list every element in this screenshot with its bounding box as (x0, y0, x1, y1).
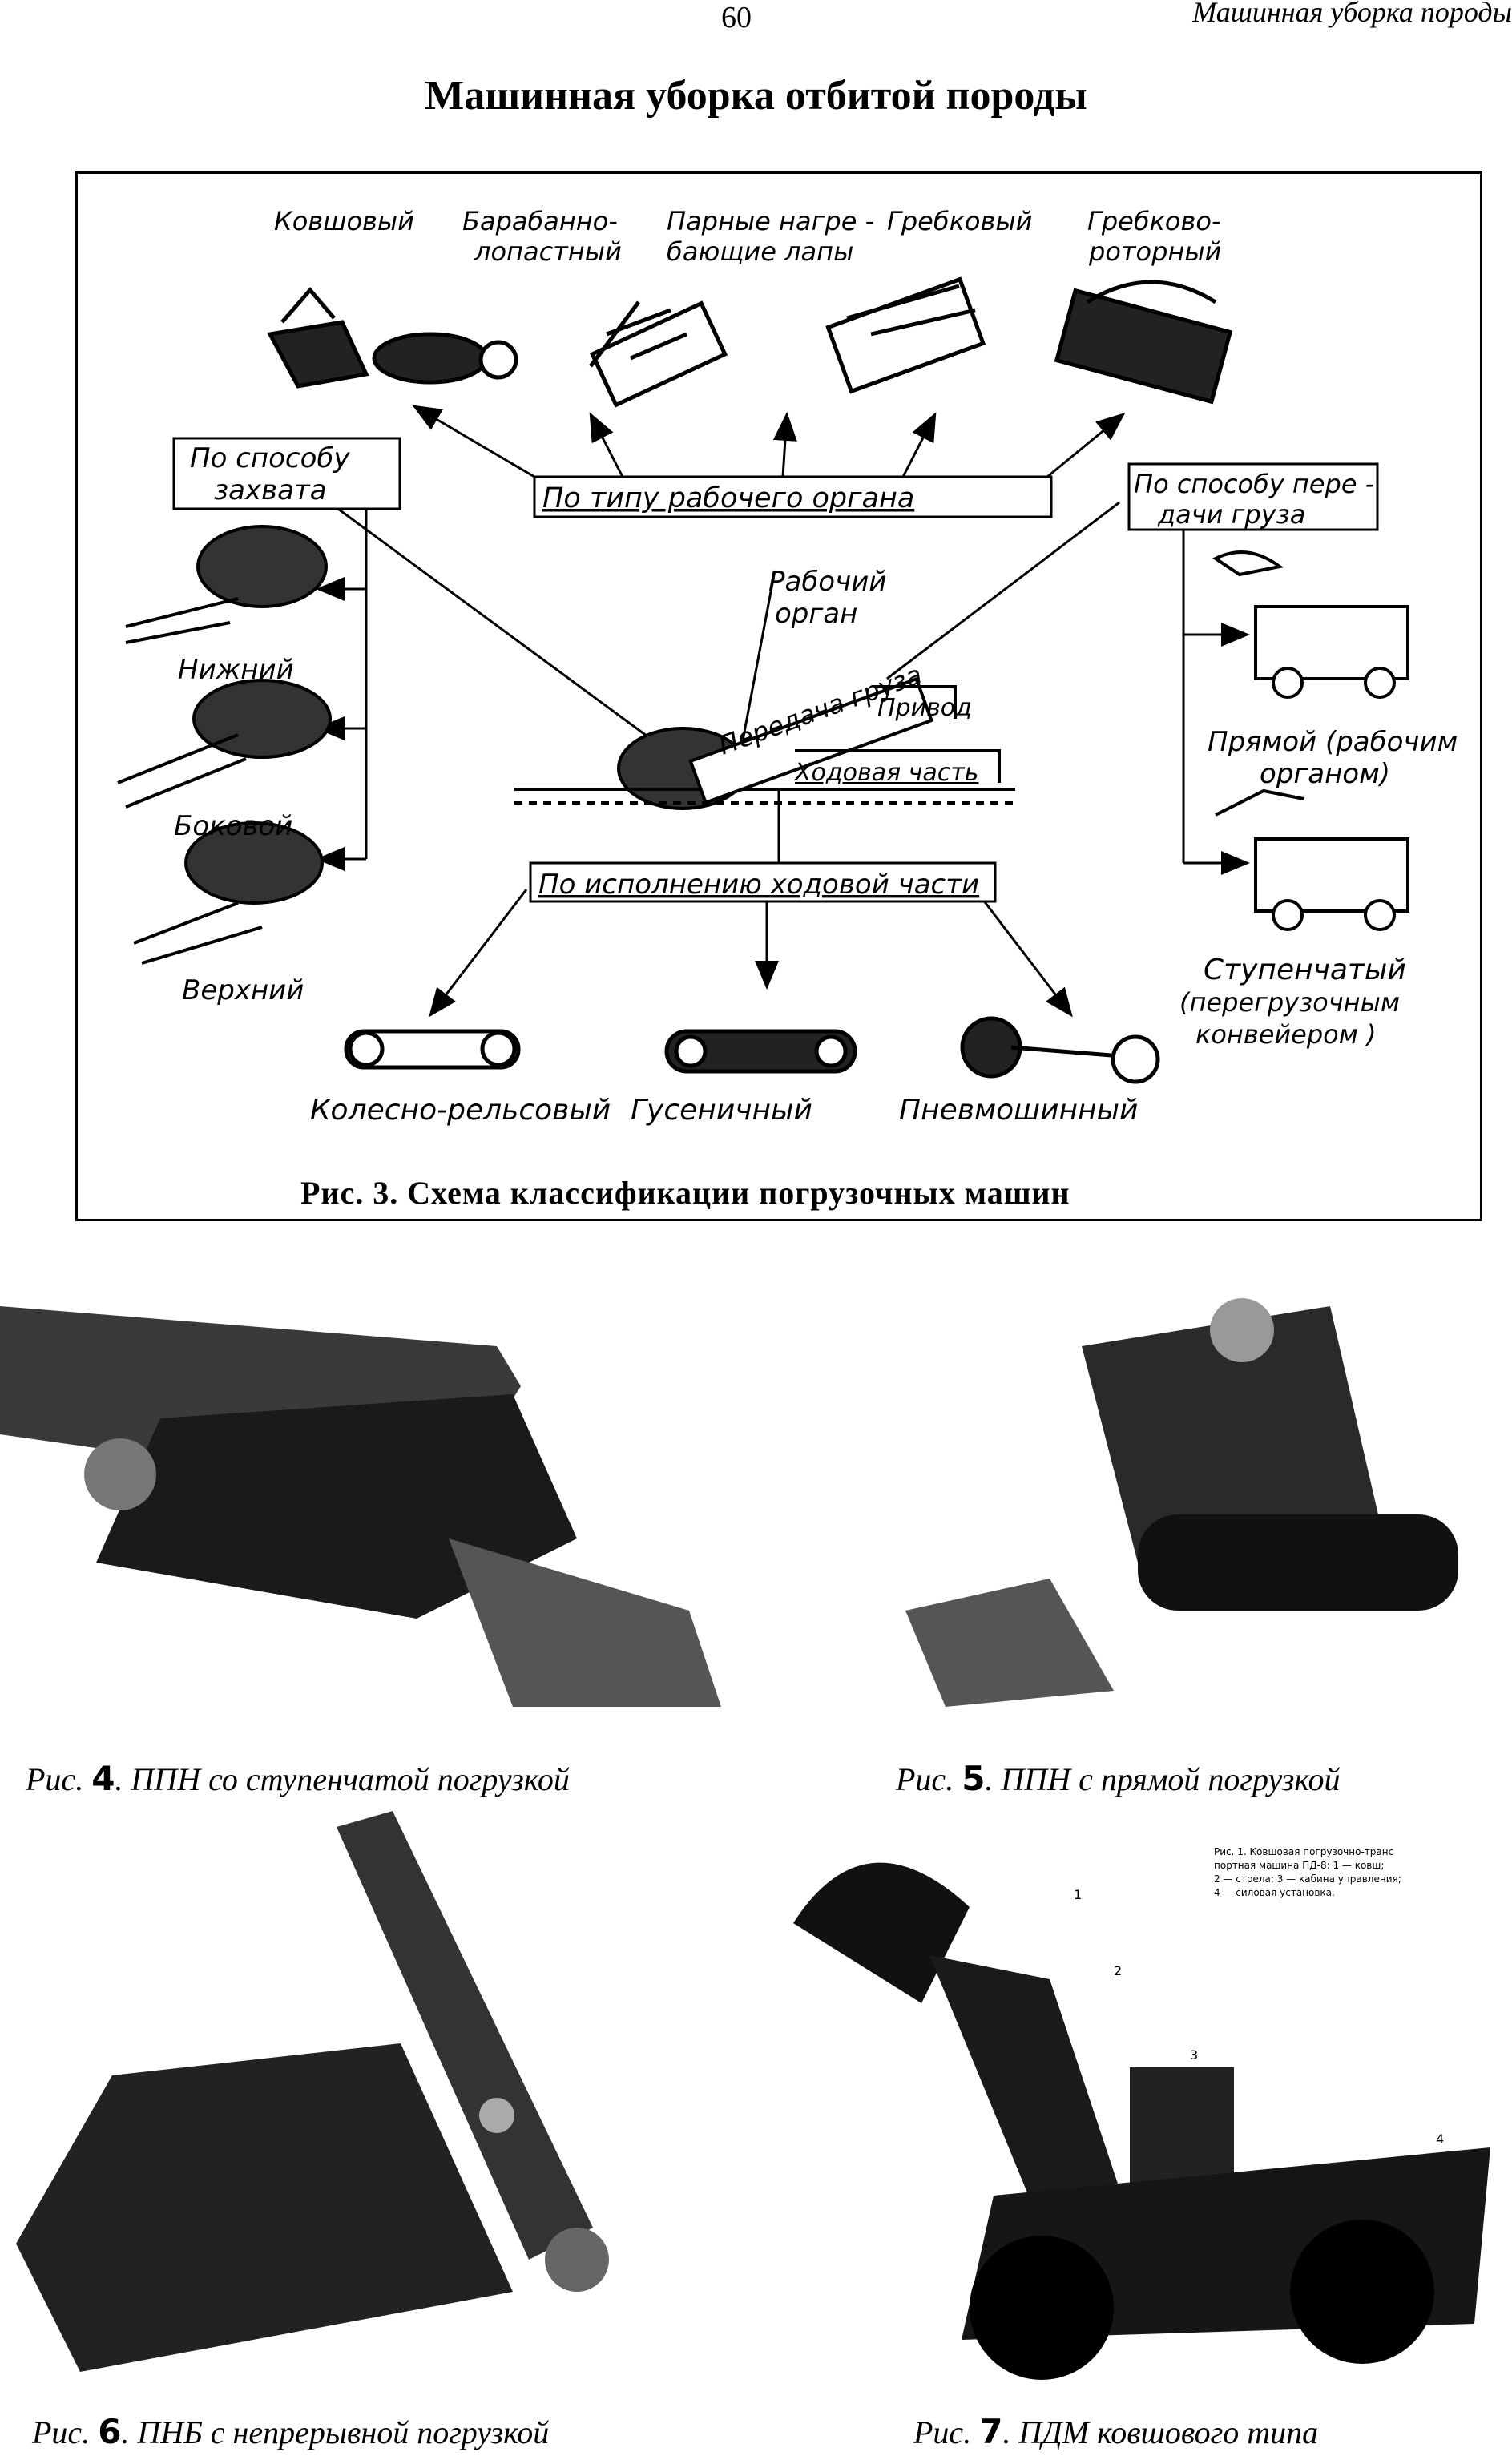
branch-transfer (886, 501, 1120, 680)
transfer-stepped-1: Ступенчатый (1204, 954, 1406, 986)
by-transfer-line1: По способу пере - (1134, 469, 1374, 499)
part-work-body-1: Рабочий (768, 566, 886, 598)
transfer-sketches (1212, 550, 1409, 931)
by-chassis-label: По исполнению ходовой части (538, 869, 979, 901)
by-capture-line2: захвата (214, 474, 327, 506)
capture-top: Верхний (182, 974, 304, 1006)
by-transfer-line2: дачи груза (1157, 499, 1305, 530)
label-drum-1: Барабанно- (462, 206, 618, 236)
svg-text:2 — стрела; 3 — кабина управле: 2 — стрела; 3 — кабина управления; (1214, 1873, 1401, 1885)
svg-text:Рис. 1. Ковшовая погрузочно-тр: Рис. 1. Ковшовая погрузочно-транс (1214, 1846, 1393, 1857)
part-drive: Привод (877, 694, 972, 722)
svg-text:2: 2 (1114, 1963, 1122, 1978)
center-machine (514, 676, 1015, 810)
svg-text:3: 3 (1190, 2047, 1198, 2063)
transfer-stepped-3: конвейером ) (1195, 1019, 1377, 1050)
figure-4-photo (0, 1274, 753, 1723)
figure-7-caption: Рис. 7. ПДМ ковшового типа (913, 2412, 1319, 2451)
chassis-rail: Колесно-рельсовый (310, 1094, 611, 1127)
figure-4-caption: Рис. 4. ППН со ступенчатой погрузкой (26, 1759, 570, 1798)
capture-side: Боковой (174, 810, 292, 842)
work-body-sketches (267, 276, 1233, 408)
transfer-direct-1: Прямой (рабочим (1208, 726, 1458, 758)
svg-text:4: 4 (1436, 2131, 1444, 2147)
classification-diagram: По способу захвата По типу рабочего орга… (117, 206, 1458, 1127)
by-work-body-label: По типу рабочего органа (542, 482, 914, 514)
label-rake-rotor-1: Гребково- (1087, 206, 1220, 236)
page-number: 60 (721, 1, 752, 34)
capture-bottom: Нижний (178, 654, 294, 686)
branch-capture (301, 481, 712, 784)
part-work-body-2: орган (775, 598, 857, 630)
transfer-direct-2: органом) (1260, 758, 1390, 790)
figure-7-photo: 1 2 3 4 Рис. 1. Ковшовая погрузочно-тран… (785, 1811, 1506, 2380)
chassis-pneumatic: Пневмошинный (899, 1094, 1138, 1127)
running-header: Машинная уборка породы (1192, 0, 1512, 28)
svg-text:портная машина ПД-8: 1 — ковш;: портная машина ПД-8: 1 — ковш; (1214, 1860, 1384, 1871)
label-bucket: Ковшовый (274, 206, 414, 236)
label-paws-2: бающие лапы (667, 236, 853, 267)
part-chassis: Ходовая часть (793, 759, 978, 787)
label-paws-1: Парные нагре - (667, 206, 874, 236)
figure-7-callouts: 1 2 3 4 (1074, 1887, 1444, 2147)
label-rake-rotor-2: роторный (1088, 236, 1221, 267)
svg-text:4 — силовая установка.: 4 — силовая установка. (1214, 1887, 1335, 1898)
page-title: Машинная уборка отбитой породы (425, 73, 1087, 119)
label-drum-2: лопастный (474, 236, 622, 267)
chassis-crawler: Гусеничный (631, 1094, 812, 1127)
by-capture-line1: По способу (190, 442, 350, 474)
figure-5-caption: Рис. 5. ППН с прямой погрузкой (896, 1759, 1341, 1798)
label-rake: Гребковый (887, 206, 1032, 236)
figure-3-classification: По способу захвата По типу рабочего орга… (75, 171, 1482, 1221)
figure-6-photo (16, 1811, 705, 2380)
figure-6-caption: Рис. 6. ПНБ с непрерывной погрузкой (32, 2412, 550, 2451)
svg-text:1: 1 (1074, 1887, 1082, 1902)
chassis-sketches (344, 1016, 1160, 1084)
figure-3-caption: Рис. 3. Схема классификации погрузочных … (300, 1175, 1070, 1211)
figure-5-photo (897, 1274, 1482, 1723)
figure-7-note: Рис. 1. Ковшовая погрузочно-транс портна… (1214, 1846, 1401, 1898)
capture-sketches (117, 525, 332, 965)
transfer-stepped-2: (перегрузочным (1179, 987, 1400, 1018)
